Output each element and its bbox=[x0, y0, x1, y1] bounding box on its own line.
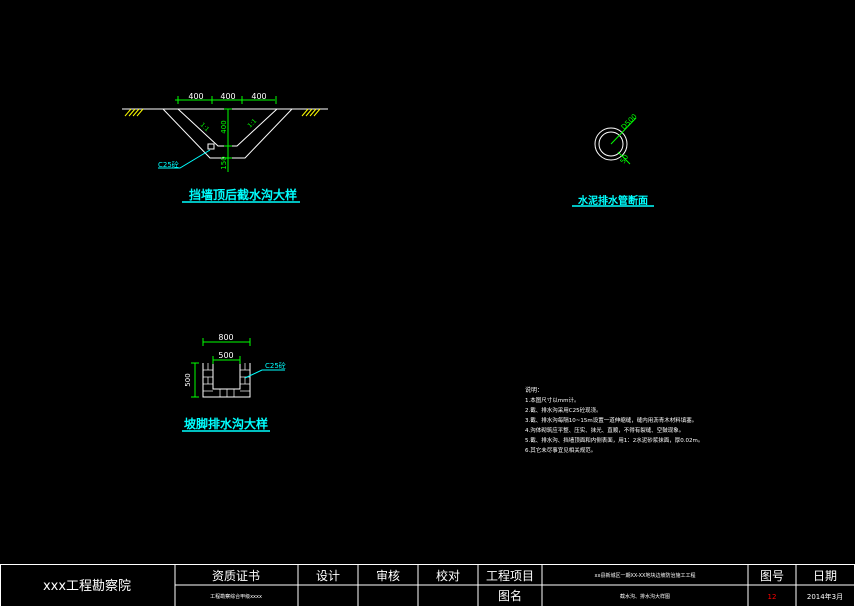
note-item: 6.其它未尽事宜见相关规范。 bbox=[525, 446, 596, 454]
cert-value: 工程勘察综合甲级xxxx bbox=[210, 593, 262, 600]
toe-dim-outer: 800 bbox=[218, 333, 233, 342]
note-item: 4.沟体砌筑应平整、压实、抹光、直顺，不得有裂缝、空鼓现象。 bbox=[525, 426, 684, 434]
note-item: 3.截、排水沟每隔10~15m设置一道伸缩缝，缝内用沥青木材料填塞。 bbox=[525, 416, 697, 424]
ditch-top-detail: 400 400 400 400 150 1:1 1:1 C25砼 挡墙顶后截水沟… bbox=[122, 92, 328, 203]
earth-hatch-left bbox=[124, 108, 144, 117]
note-item: 1.本图尺寸以mm计。 bbox=[525, 396, 579, 404]
slope-left: 1:1 bbox=[199, 121, 211, 133]
sheet-value: 12 bbox=[768, 593, 777, 601]
cert-label: 资质证书 bbox=[212, 569, 260, 583]
project-value: xx县新城区一期XX-XX地块边坡防治施工工程 bbox=[595, 572, 696, 579]
toe-title: 坡脚排水沟大样 bbox=[184, 416, 268, 431]
pipe-title: 水泥排水管断面 bbox=[577, 194, 648, 207]
sheet-label: 图号 bbox=[760, 569, 784, 583]
toe-dim-inner: 500 bbox=[218, 351, 233, 360]
note-item: 2.截、排水沟采用C25砼现浇。 bbox=[525, 406, 602, 414]
dim-base: 150 bbox=[220, 156, 228, 169]
drawing-name-label: 图名 bbox=[498, 588, 522, 603]
dim-top-1: 400 bbox=[188, 92, 203, 101]
review-label: 审核 bbox=[376, 568, 400, 583]
material-label: C25砼 bbox=[158, 160, 179, 169]
pipe-diameter: D500 bbox=[620, 112, 639, 131]
pipe-section-detail: D500 50 水泥排水管断面 bbox=[572, 112, 654, 207]
dim-depth: 400 bbox=[220, 120, 228, 133]
ditch-top-title: 挡墙顶后截水沟大样 bbox=[189, 187, 297, 202]
earth-hatch-right bbox=[301, 108, 321, 117]
pipe-thickness: 50 bbox=[619, 153, 630, 165]
dim-top-2: 400 bbox=[220, 92, 235, 101]
notes-heading: 说明： bbox=[525, 386, 543, 394]
project-label: 工程项目 bbox=[486, 568, 534, 583]
date-label: 日期 bbox=[813, 569, 837, 583]
notes-block: 说明： 1.本图尺寸以mm计。 2.截、排水沟采用C25砼现浇。 3.截、排水沟… bbox=[525, 386, 703, 454]
ditch-toe-detail: 800 500 500 C25砼 坡脚排水沟大样 bbox=[182, 333, 286, 432]
note-item: 5.截、排水沟、挡墙顶面和内侧表面，用1：2水泥砂浆抹面，厚0.02m。 bbox=[525, 436, 703, 444]
dim-top-3: 400 bbox=[251, 92, 266, 101]
check-label: 校对 bbox=[436, 568, 460, 583]
date-value: 2014年3月 bbox=[807, 592, 843, 601]
toe-material: C25砼 bbox=[265, 361, 286, 370]
company-name: xxx工程勘察院 bbox=[43, 579, 131, 594]
drawing-name-value: 截水沟、排水沟大样图 bbox=[620, 593, 670, 600]
title-block-text: xxx工程勘察院 资质证书 工程勘察综合甲级xxxx 设计 审核 校对 工程项目… bbox=[43, 568, 843, 603]
slope-right: 1:1 bbox=[246, 118, 258, 130]
design-label: 设计 bbox=[316, 569, 340, 583]
toe-dim-height: 500 bbox=[184, 373, 192, 386]
